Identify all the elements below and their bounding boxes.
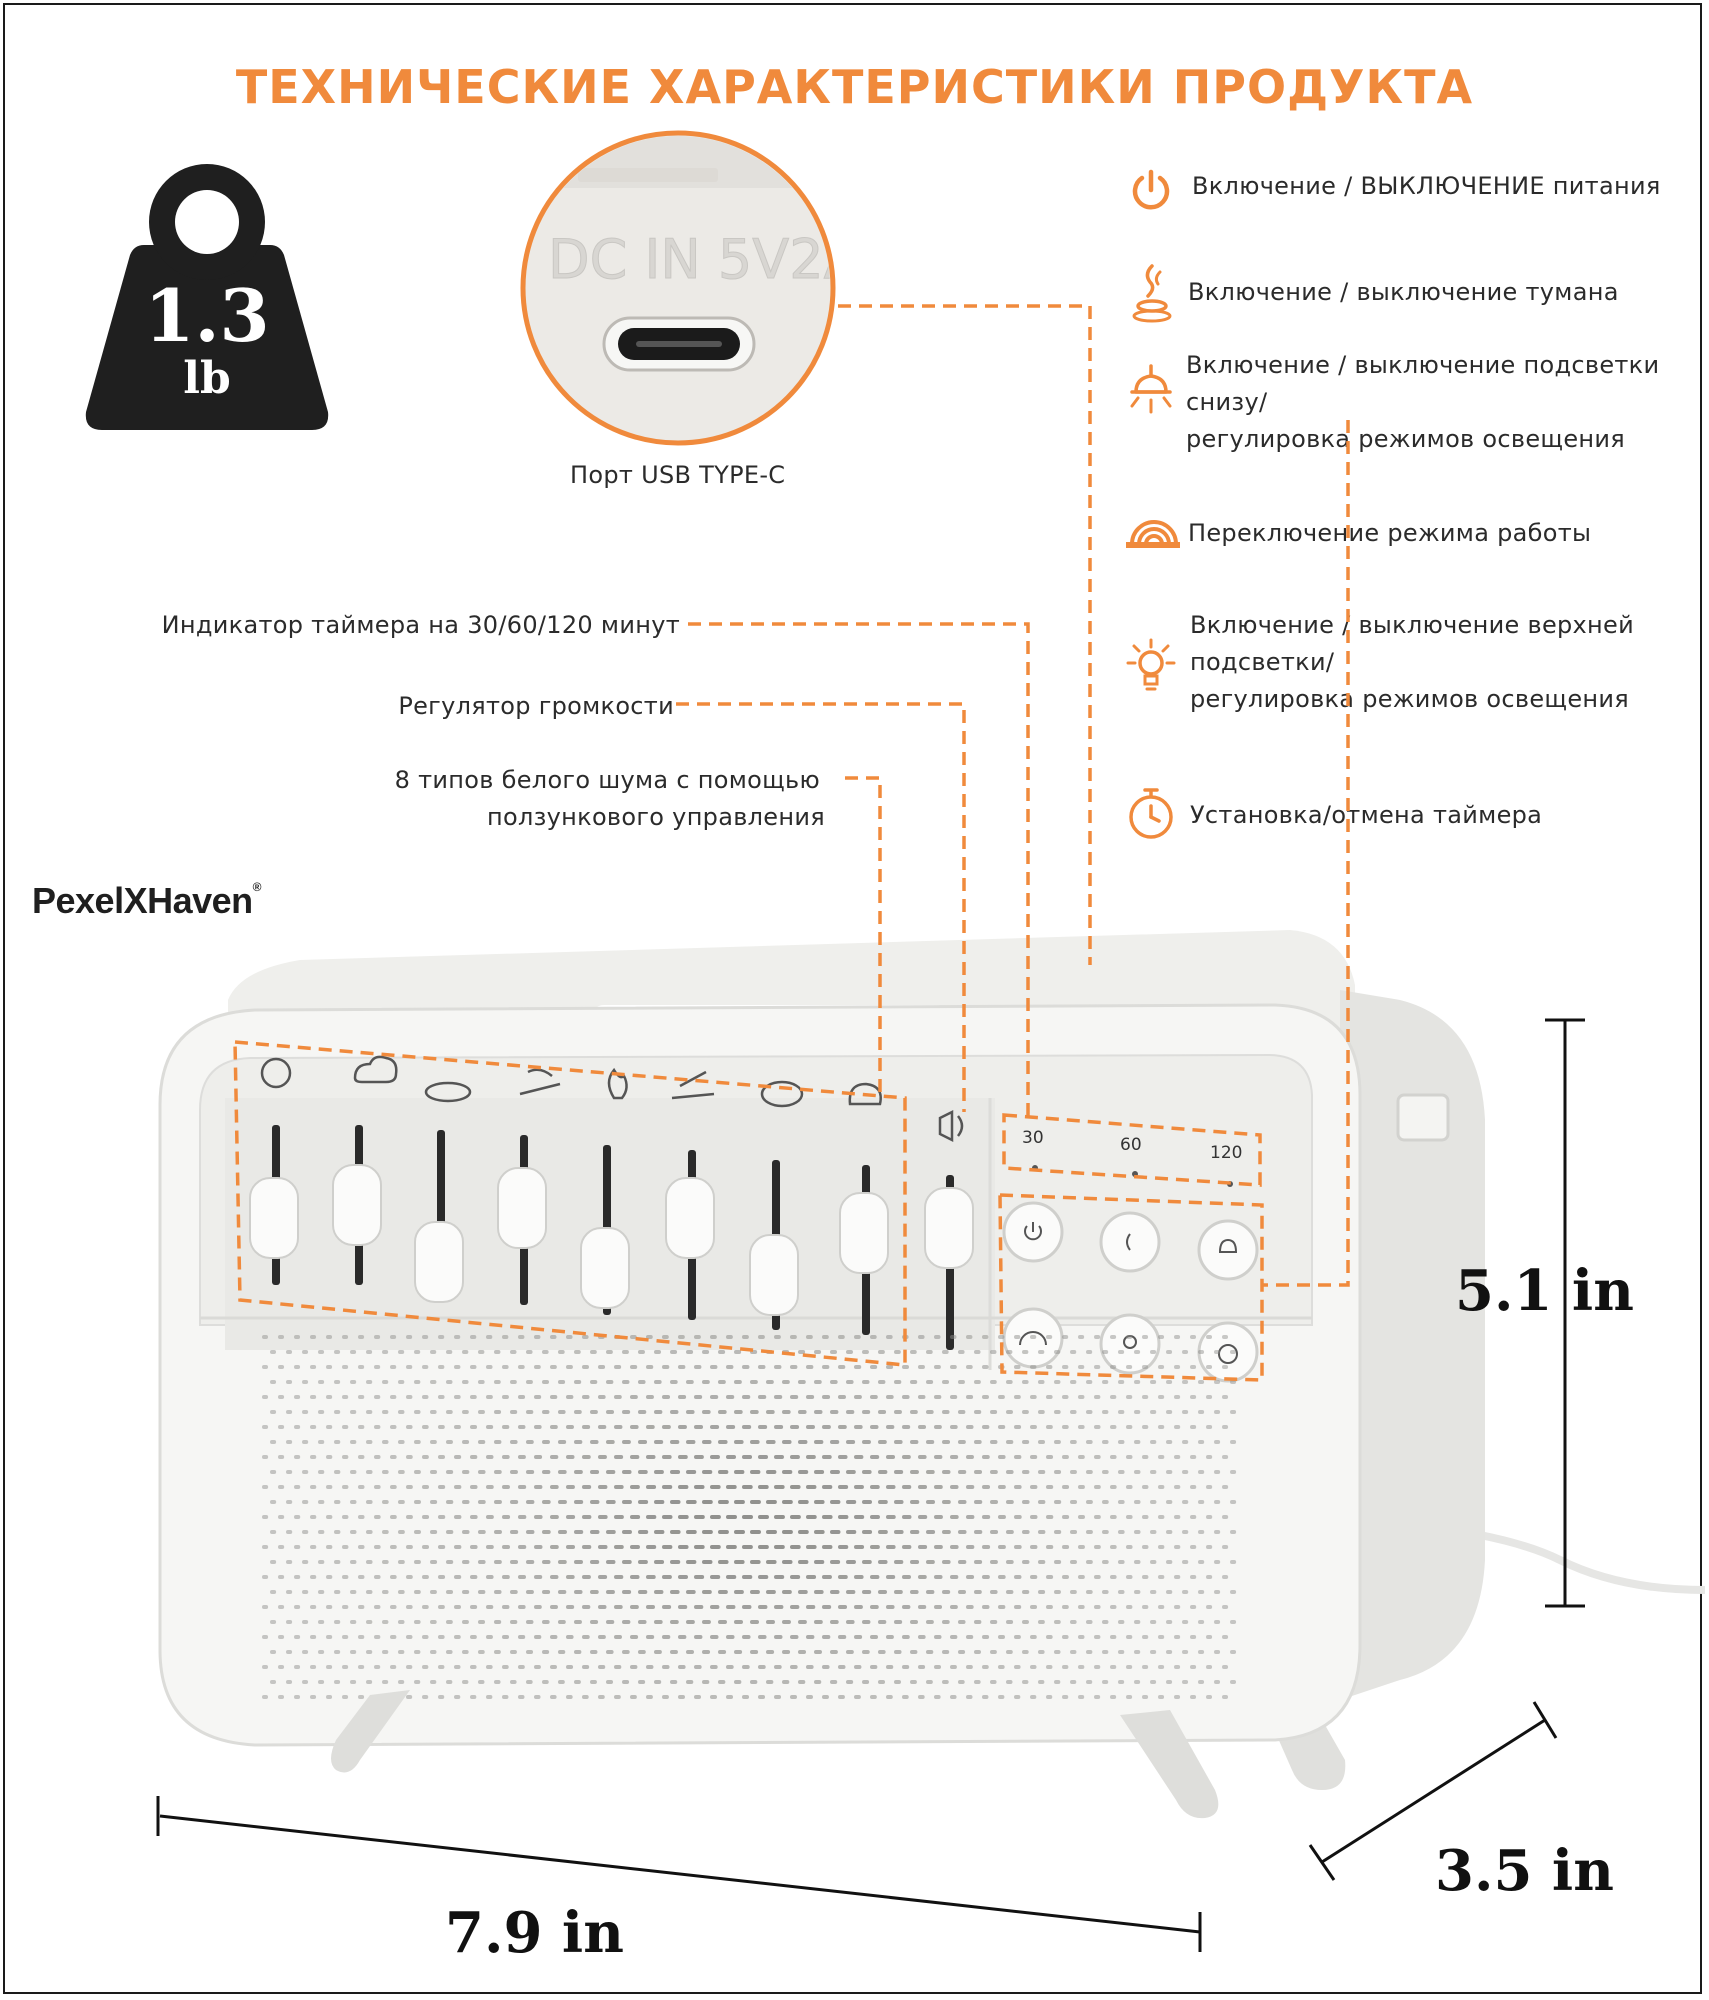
feature-top-light-label-1: Включение / выключение верхней	[1190, 611, 1635, 639]
timer-mark-30: 30	[1022, 1128, 1044, 1148]
image-frame	[3, 3, 1702, 1994]
feature-timer-label: Установка/отмена таймера	[1190, 801, 1543, 829]
feature-top-light-label-2: подсветки/	[1190, 648, 1335, 676]
sliders	[249, 1125, 974, 1350]
feature-mist-label: Включение / выключение тумана	[1188, 278, 1619, 306]
mode-icon	[1126, 520, 1180, 548]
volume-label: Регулятор громкости	[398, 692, 674, 720]
mist-icon	[1132, 264, 1172, 323]
sound-icons-row	[260, 1055, 964, 1143]
weight-value: 1.3	[144, 273, 270, 358]
top-light-icon	[1126, 638, 1176, 691]
feature-bottom-light-label-1: Включение / выключение подсветки	[1186, 351, 1660, 379]
timer-mark-120: 120	[1210, 1143, 1242, 1163]
power-icon	[1132, 169, 1170, 210]
usb-port-closeup: DC IN 5V2A	[520, 130, 836, 446]
svg-text:DC IN 5V2A: DC IN 5V2A	[548, 228, 861, 291]
page-title: ТЕХНИЧЕСКИЕ ХАРАКТЕРИСТИКИ ПРОДУКТА	[235, 60, 1474, 114]
white-noise-label-line1: 8 типов белого шума с помощью	[394, 766, 820, 794]
weight-unit: lb	[183, 353, 231, 404]
feature-bottom-light-label-3: регулировка режимов освещения	[1186, 425, 1626, 453]
weight-icon	[85, 164, 329, 430]
feature-top-light-label-3: регулировка режимов освещения	[1190, 685, 1630, 713]
width-dimension: 7.9 in	[445, 1900, 624, 1966]
feature-bottom-light-label-2: снизу/	[1186, 388, 1268, 416]
bottom-light-icon	[1130, 364, 1172, 414]
feature-mode-label: Переключение режима работы	[1188, 519, 1592, 547]
timer-icon	[1129, 788, 1173, 839]
white-noise-label-line2: ползункового управления	[486, 803, 825, 831]
speaker-grill	[262, 1335, 1237, 1699]
usb-port-label: Порт USB TYPE-C	[570, 461, 786, 489]
depth-dimension: 3.5 in	[1435, 1838, 1614, 1904]
control-buttons	[1002, 1201, 1259, 1383]
feature-power-label: Включение / ВЫКЛЮЧЕНИЕ питания	[1192, 172, 1661, 200]
height-dimension: 5.1 in	[1455, 1258, 1634, 1324]
brand-logo: PexelXHaven®	[32, 880, 262, 921]
timer-indicator-label: Индикатор таймера на 30/60/120 минут	[161, 611, 680, 639]
timer-mark-60: 60	[1120, 1135, 1142, 1155]
